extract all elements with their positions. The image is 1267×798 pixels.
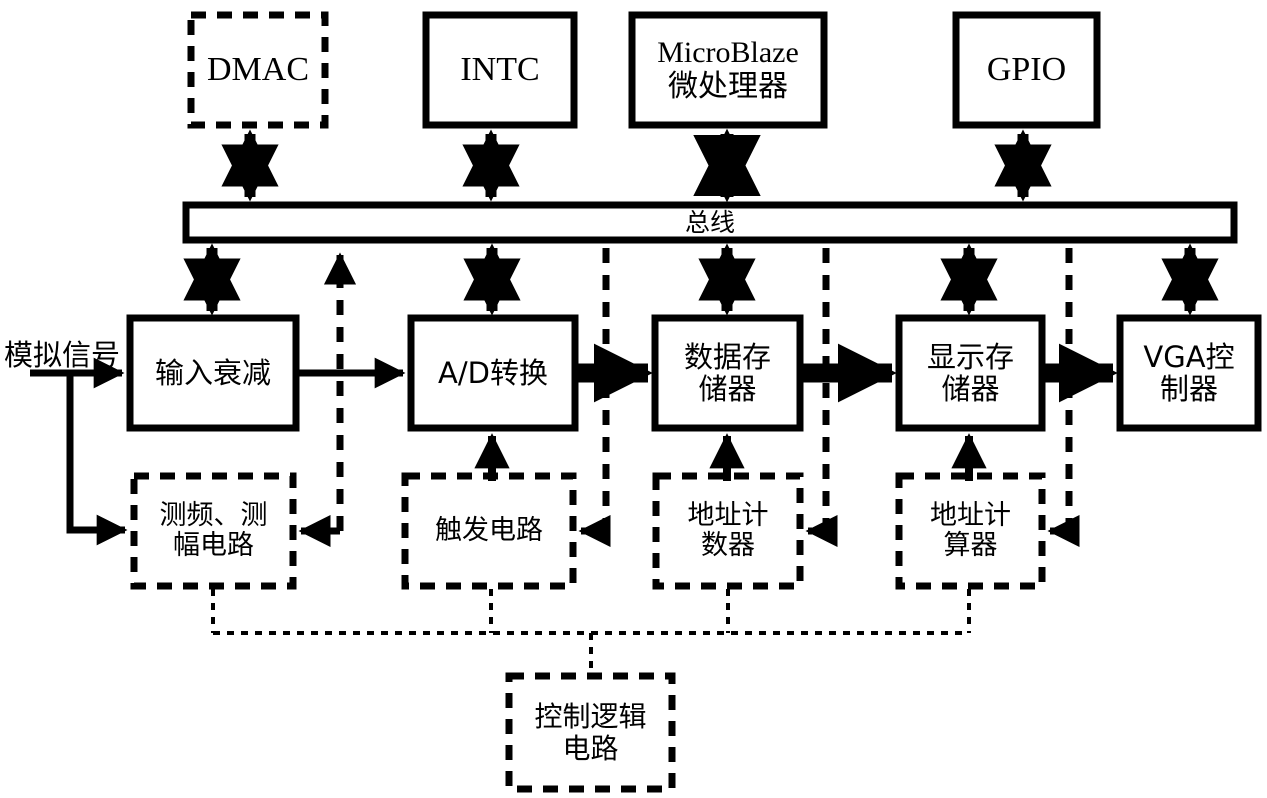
dashed-bus-to-address-calculator — [1047, 248, 1080, 548]
box-address-counter — [652, 472, 804, 590]
box-ad-conversion — [407, 314, 579, 432]
dashed-bus-to-address-counter — [805, 248, 838, 548]
box-freq-amp-measure — [130, 472, 297, 590]
box-vga-controller — [1116, 314, 1262, 432]
box-gpio — [952, 11, 1101, 129]
box-display-memory — [895, 314, 1046, 432]
box-data-memory — [651, 314, 804, 432]
dashed-bus-to-trigger — [578, 248, 611, 548]
box-trigger-circuit — [401, 472, 577, 590]
box-microblaze — [628, 11, 828, 129]
box-dmac — [187, 11, 329, 129]
analog-signal-label: 模拟信号 — [4, 338, 121, 372]
bus-bar — [182, 201, 1238, 244]
wire-analog-tap-to-measure — [66, 373, 128, 546]
box-control-logic — [505, 672, 676, 793]
box-address-calculator — [895, 472, 1046, 590]
box-input-attenuation — [126, 314, 300, 432]
box-intc — [422, 11, 578, 129]
